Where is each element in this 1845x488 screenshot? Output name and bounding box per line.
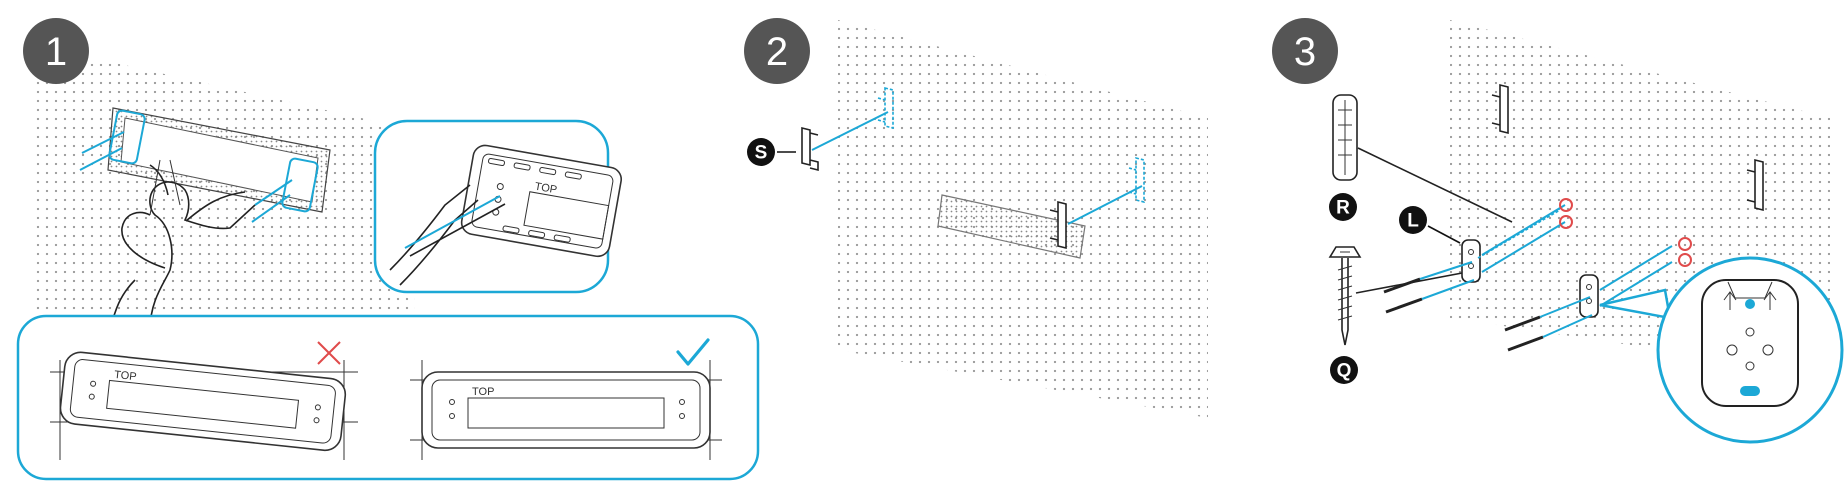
step-3-number: 3 bbox=[1294, 30, 1316, 74]
bracket-s-target-top bbox=[877, 86, 894, 130]
level-template-example: TOP bbox=[410, 338, 722, 460]
tilted-template-example: TOP bbox=[50, 341, 358, 460]
anchor-r-letter: R bbox=[1336, 198, 1350, 219]
marking-detail-inset: TOP bbox=[373, 119, 623, 294]
step-1-number: 1 bbox=[45, 30, 67, 74]
holder-right bbox=[1579, 274, 1599, 318]
step-2-number: 2 bbox=[766, 30, 788, 74]
step-3-panel: 3 R Q bbox=[1272, 18, 1844, 444]
screw-q-label: Q bbox=[1330, 356, 1358, 384]
bracket-s-part bbox=[801, 126, 819, 172]
wall-template bbox=[79, 107, 331, 223]
level-comparison-box: TOP TOP bbox=[16, 314, 760, 481]
screw-q-letter: Q bbox=[1337, 361, 1352, 382]
up-arrow-left-icon bbox=[1723, 291, 1737, 310]
screws-left bbox=[1383, 204, 1566, 314]
mounted-bracket-left bbox=[1491, 83, 1509, 135]
wall-anchor-part bbox=[1332, 94, 1358, 181]
inset-top-label: TOP bbox=[534, 181, 558, 197]
holder-left bbox=[1461, 239, 1481, 283]
bracket-s-target-right bbox=[1128, 156, 1145, 204]
screws-right bbox=[1504, 245, 1673, 352]
screw-part bbox=[1328, 246, 1362, 346]
step-1-panel: 1 TOP bbox=[16, 18, 760, 481]
drill-holes-lower bbox=[1678, 237, 1692, 267]
step-3-badge: 3 bbox=[1272, 18, 1338, 84]
template-outline bbox=[937, 194, 1086, 259]
holder-l-label: L bbox=[1399, 206, 1461, 244]
anchor-r-label: R bbox=[1329, 193, 1357, 221]
right-hole-marker bbox=[281, 157, 319, 213]
tilted-top-label: TOP bbox=[114, 369, 138, 383]
mounted-bracket-right bbox=[1746, 158, 1764, 212]
holder-detail-callout bbox=[1599, 256, 1844, 444]
holder-l-letter: L bbox=[1407, 211, 1419, 232]
left-hole-marker bbox=[108, 109, 146, 165]
bracket-s-mounted bbox=[1049, 200, 1067, 250]
incorrect-mark bbox=[317, 341, 341, 365]
correct-mark bbox=[676, 338, 710, 366]
step-2-panel: 2 S bbox=[744, 18, 1208, 418]
step-1-badge: 1 bbox=[23, 18, 89, 84]
step-2-badge: 2 bbox=[744, 18, 810, 84]
level-top-label: TOP bbox=[472, 386, 494, 398]
bracket-s-label: S bbox=[747, 138, 796, 166]
up-arrow-right-icon bbox=[1763, 291, 1777, 310]
drill-holes-upper bbox=[1559, 198, 1573, 229]
bracket-s-letter: S bbox=[755, 143, 768, 164]
